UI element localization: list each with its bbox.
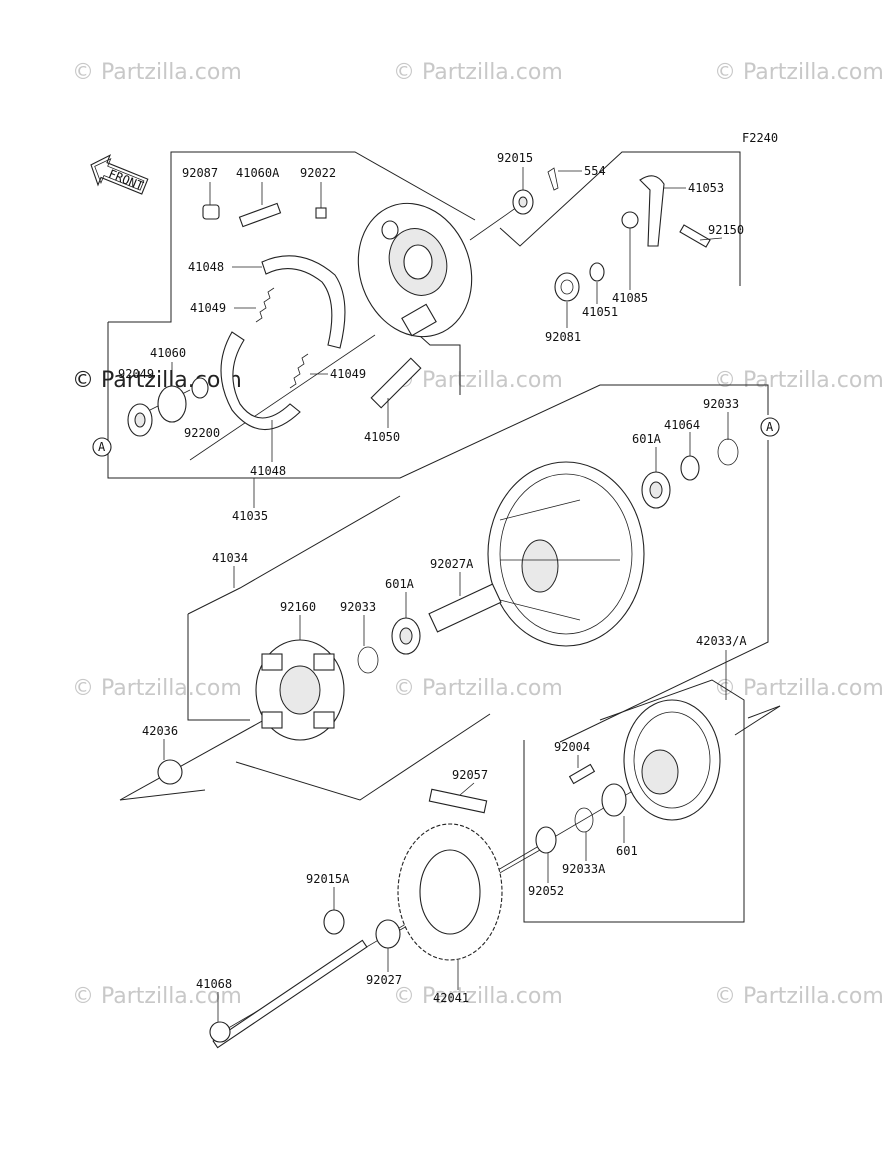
spring-41049-mid — [289, 353, 309, 389]
label-41068: 41068 — [196, 977, 232, 991]
nut-92015 — [512, 189, 534, 215]
label-554: 554 — [584, 164, 606, 178]
collar-92027 — [375, 919, 401, 949]
label-41053: 41053 — [688, 181, 724, 195]
label-92150: 92150 — [708, 223, 744, 237]
label-601: 601 — [616, 844, 638, 858]
watermark: © Partzilla.com — [72, 984, 242, 1009]
nut-92022 — [315, 207, 327, 219]
bearing-601A-mid — [391, 617, 421, 655]
gear-41060 — [157, 385, 187, 423]
label-92033-top: 92033 — [703, 397, 739, 411]
watermarks: © Partzilla.com © Partzilla.com © Partzi… — [72, 60, 884, 1009]
callout-a-left: A — [92, 437, 112, 457]
label-92004: 92004 — [554, 740, 590, 754]
label-42041: 42041 — [433, 991, 469, 1005]
collar-42036 — [157, 759, 183, 785]
label-92027A: 92027A — [430, 557, 474, 571]
label-41048-top: 41048 — [188, 260, 224, 274]
indicator-41085 — [621, 211, 639, 229]
washer-92049 — [127, 403, 153, 437]
watermark: © Partzilla.com — [714, 368, 884, 393]
wheel-hub-41034 — [487, 461, 645, 647]
figure-code: F2240 — [742, 131, 778, 145]
label-41085: 41085 — [612, 291, 648, 305]
bearing-601 — [601, 783, 627, 817]
leader-lines — [163, 167, 729, 1022]
brake-shoe-upper — [261, 255, 346, 349]
collar-41064 — [680, 455, 700, 481]
label-92200: 92200 — [184, 426, 220, 440]
bolt-92087 — [202, 204, 220, 220]
seal-41051 — [589, 262, 605, 282]
watermark: © Partzilla.com — [714, 676, 884, 701]
spring-92081 — [554, 272, 580, 302]
watermark: © Partzilla.com — [393, 60, 563, 85]
circlip-92033A — [574, 807, 594, 833]
label-92081: 92081 — [545, 330, 581, 344]
cam-41060A — [238, 202, 282, 228]
watermark: © Partzilla.com — [393, 984, 563, 1009]
spring-41049-top — [255, 287, 275, 323]
collar-92052 — [535, 826, 557, 854]
watermark: © Partzilla.com — [393, 368, 563, 393]
label-41048-bot: 41048 — [250, 464, 286, 478]
sprocket-hub-42033 — [623, 699, 721, 821]
label-41034: 41034 — [212, 551, 248, 565]
watermark: © Partzilla.com — [393, 676, 563, 701]
label-92033A: 92033A — [562, 862, 606, 876]
label-41035: 41035 — [232, 509, 268, 523]
label-42036: 42036 — [142, 724, 178, 738]
arm-41053 — [639, 175, 665, 247]
label-41060: 41060 — [150, 346, 186, 360]
label-92160: 92160 — [280, 600, 316, 614]
label-92027: 92027 — [366, 973, 402, 987]
label-92057: 92057 — [452, 768, 488, 782]
svg-text:A: A — [98, 440, 106, 454]
bolt-92150 — [679, 224, 711, 248]
label-92087: 92087 — [182, 166, 218, 180]
spacer-92027A — [428, 583, 502, 633]
pin-554 — [547, 167, 559, 191]
label-92052: 92052 — [528, 884, 564, 898]
circlip-92033-mid — [357, 646, 379, 674]
brake-shoe-lower — [220, 331, 301, 431]
callout-a-right: A — [760, 417, 780, 437]
label-601A-top: 601A — [632, 432, 662, 446]
label-601A-mid: 601A — [385, 577, 415, 591]
watermark: © Partzilla.com — [714, 60, 884, 85]
watermark: © Partzilla.com — [72, 676, 242, 701]
seal-92200 — [191, 377, 209, 399]
label-41049-mid: 41049 — [330, 367, 366, 381]
watermark-dark: © Partzilla.com — [72, 368, 242, 393]
label-92033-mid: 92033 — [340, 600, 376, 614]
svg-text:A: A — [766, 420, 774, 434]
front-arrow: FRONT — [90, 154, 149, 195]
bearing-601A-top — [641, 471, 671, 509]
axle-41068 — [209, 939, 368, 1049]
part-labels: 92087 41060A 92022 92015 554 41053 92150… — [118, 151, 747, 1005]
label-41049-top: 41049 — [190, 301, 226, 315]
label-92049: 92049 — [118, 367, 154, 381]
stud-92004 — [568, 763, 596, 785]
watermark: © Partzilla.com — [72, 60, 242, 85]
label-41060A: 41060A — [236, 166, 280, 180]
label-92015: 92015 — [497, 151, 533, 165]
label-41064: 41064 — [664, 418, 700, 432]
damper-92160 — [255, 639, 345, 741]
label-92015A: 92015A — [306, 872, 350, 886]
camshaft-41050 — [370, 357, 422, 409]
watermark: © Partzilla.com — [714, 984, 884, 1009]
chain-92057 — [428, 788, 488, 814]
label-42033A: 42033/A — [696, 634, 747, 648]
brake-panel — [357, 202, 473, 338]
label-41051: 41051 — [582, 305, 618, 319]
label-41050: 41050 — [364, 430, 400, 444]
sprocket-42041 — [397, 823, 503, 961]
circlip-92033-top — [717, 438, 739, 466]
label-92022: 92022 — [300, 166, 336, 180]
nut-92015A — [323, 909, 345, 935]
